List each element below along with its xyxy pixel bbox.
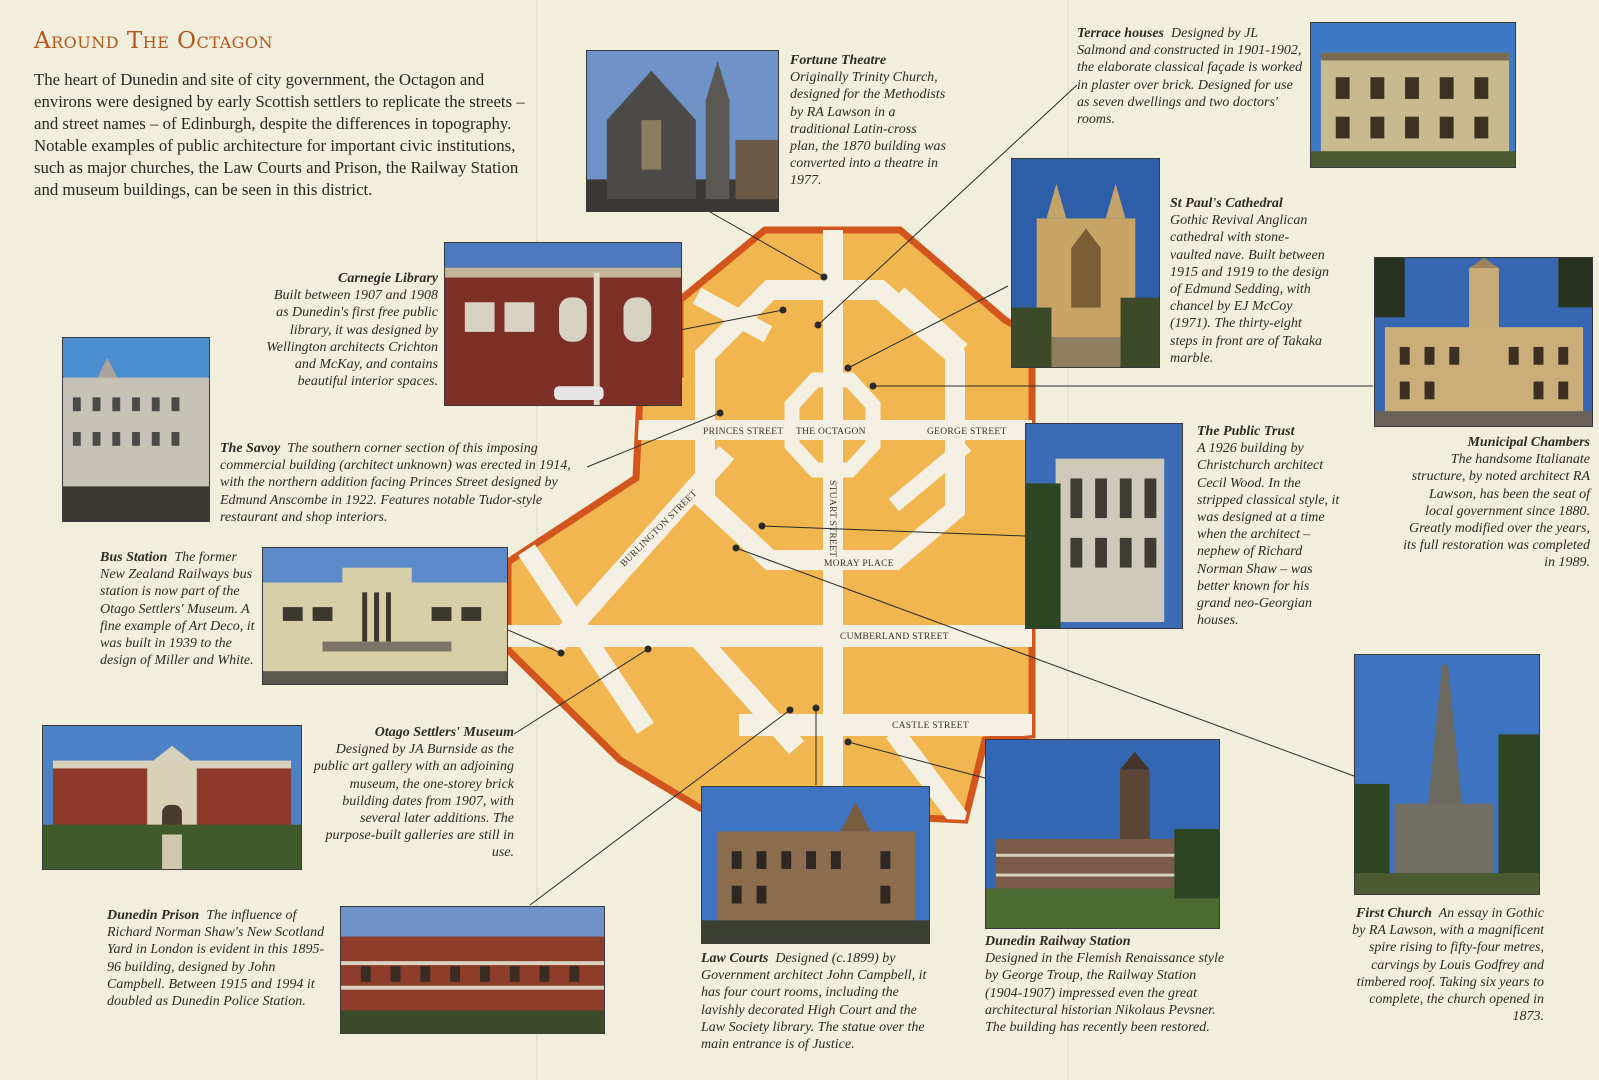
leader-prison: [529, 709, 791, 906]
caption-stpauls-text: Gothic Revival Anglican cathedral with s…: [1170, 213, 1330, 366]
caption-prison-text: The influence of Richard Norman Shaw's N…: [107, 908, 325, 1010]
caption-bus-title: Bus Station: [100, 550, 168, 565]
caption-stpauls-title: St Paul's Cathedral: [1170, 196, 1283, 211]
cumberland-street-label: CUMBERLAND STREET: [840, 632, 949, 642]
moray-place-label: MORAY PLACE: [824, 559, 894, 569]
caption-fortune-theatre: Fortune Theatre Originally Trinity Churc…: [790, 52, 948, 190]
photo-municipal-chambers: [1374, 257, 1593, 427]
leader-publictrust: [761, 525, 1026, 537]
caption-carnegie-text: Built between 1907 and 1908 as Dunedin's…: [266, 288, 438, 390]
leader-settlers: [513, 648, 649, 735]
caption-fortune-text: Originally Trinity Church, designed for …: [790, 70, 946, 189]
photo-savoy: [62, 337, 210, 522]
leader-railway: [847, 741, 986, 779]
caption-publictrust-text: A 1926 building by Christchurch architec…: [1197, 441, 1340, 629]
princes-street-label: PRINCES STREET: [703, 427, 783, 437]
caption-terrace-title: Terrace houses: [1077, 26, 1164, 41]
caption-carnegie-title: Carnegie Library: [338, 271, 438, 286]
caption-bus-text: The former New Zealand Railways bus stat…: [100, 550, 255, 669]
diagonal-road-1: [508, 526, 654, 734]
leader-savoy: [586, 412, 721, 468]
caption-firstchurch-text: An essay in Gothic by RA Lawson, with a …: [1352, 906, 1544, 1025]
caption-firstchurch-title: First Church: [1356, 906, 1432, 921]
diagonal-road-6: [892, 287, 968, 358]
george-street-label: GEORGE STREET: [927, 427, 1007, 437]
caption-terrace-houses: Terrace houses Designed by JL Salmond an…: [1077, 25, 1305, 128]
caption-savoy-title: The Savoy: [220, 441, 281, 456]
caption-first-church: First Church An essay in Gothic by RA La…: [1352, 905, 1544, 1025]
photo-terrace-houses: [1310, 22, 1516, 168]
caption-st-pauls: St Paul's Cathedral Gothic Revival Angli…: [1170, 195, 1330, 367]
photo-first-church: [1354, 654, 1540, 895]
photo-dunedin-prison: [340, 906, 605, 1034]
caption-dunedin-prison: Dunedin Prison The influence of Richard …: [107, 907, 335, 1010]
caption-municipal-title: Municipal Chambers: [1467, 435, 1590, 450]
stuart-street-label: STUART STREET: [827, 480, 837, 557]
octagon-label: THE OCTAGON: [796, 427, 866, 437]
photo-law-courts: [701, 786, 930, 944]
leader-firstchurch: [735, 547, 1355, 777]
caption-terrace-text: Designed by JL Salmond and constructed i…: [1077, 26, 1303, 128]
leader-terrace: [817, 84, 1078, 326]
caption-settlers-text: Designed by JA Burnside as the public ar…: [313, 742, 514, 861]
caption-lawcourts-title: Law Courts: [701, 951, 769, 966]
photo-railway-station: [985, 739, 1220, 929]
castle-street-label: CASTLE STREET: [892, 721, 969, 731]
photo-otago-settlers-museum: [42, 725, 302, 870]
caption-railway-station: Dunedin Railway Station Designed in the …: [985, 933, 1225, 1036]
caption-railway-text: Designed in the Flemish Renaissance styl…: [985, 951, 1225, 1036]
caption-bus-station: Bus Station The former New Zealand Railw…: [100, 549, 260, 669]
leader-stpauls: [847, 285, 1009, 369]
caption-savoy: The Savoy The southern corner section of…: [220, 440, 590, 526]
caption-otago-settlers: Otago Settlers' Museum Designed by JA Bu…: [310, 724, 514, 862]
diagonal-road-5: [692, 287, 773, 343]
caption-fortune-title: Fortune Theatre: [790, 53, 887, 68]
caption-prison-title: Dunedin Prison: [107, 908, 200, 923]
diagonal-road-2: [685, 625, 805, 755]
caption-lawcourts-text: Designed (c.1899) by Government architec…: [701, 951, 927, 1053]
caption-publictrust-title: The Public Trust: [1197, 424, 1295, 439]
photo-public-trust: [1025, 423, 1183, 629]
caption-carnegie-library: Carnegie Library Built between 1907 and …: [262, 270, 438, 390]
page-title: Around The Octagon: [34, 28, 274, 54]
caption-savoy-text: The southern corner section of this impo…: [220, 441, 571, 525]
intro-paragraph: The heart of Dunedin and site of city go…: [34, 70, 525, 199]
diagonal-road-4: [888, 438, 972, 512]
photo-carnegie-library: [444, 242, 682, 406]
caption-railway-title: Dunedin Railway Station: [985, 934, 1131, 949]
octagon-ring: [784, 372, 881, 478]
leader-carnegie: [679, 309, 784, 331]
leader-bus: [507, 629, 562, 654]
photo-bus-station: [262, 547, 508, 685]
caption-law-courts: Law Courts Designed (c.1899) by Governme…: [701, 950, 935, 1053]
caption-municipal-text: The handsome Italianate structure, by no…: [1403, 452, 1590, 571]
leader-fortune: [709, 211, 825, 278]
caption-settlers-title: Otago Settlers' Museum: [374, 725, 514, 740]
caption-municipal-chambers: Municipal Chambers The handsome Italiana…: [1400, 434, 1590, 572]
diagonal-road-3: [886, 726, 974, 820]
burlington-street: [545, 445, 735, 655]
photo-fortune-theatre: [586, 50, 779, 212]
photo-st-pauls-cathedral: [1011, 158, 1160, 368]
caption-public-trust: The Public Trust A 1926 building by Chri…: [1197, 423, 1345, 629]
